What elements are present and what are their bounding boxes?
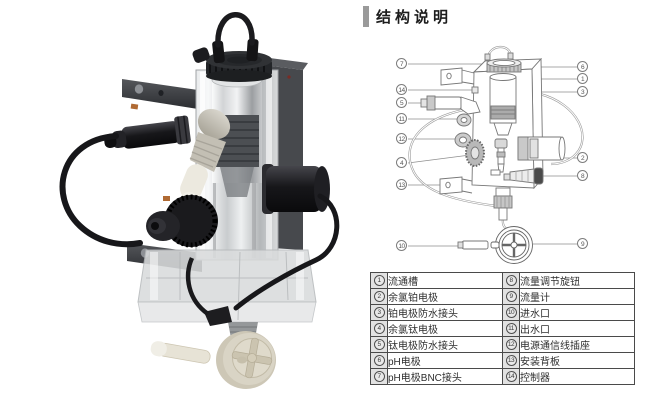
orange-fitting-accent (163, 196, 170, 201)
part-label: 余氯铂电极 (387, 288, 503, 305)
part-label: 流量计 (519, 288, 635, 305)
table-row: 1 流通槽 8 流量调节旋钮 (370, 272, 635, 289)
bracket-arm-top (122, 79, 198, 109)
valve-assembly (180, 108, 231, 204)
part-number-badge: 2 (373, 290, 385, 302)
part-number-badge: 12 (505, 338, 517, 350)
orange-fitting-accent (130, 103, 139, 110)
diagram-callout-6: 6 (577, 61, 588, 72)
diagram-callout-8: 8 (577, 170, 588, 181)
impeller (231, 337, 273, 379)
part-label: 铂电极防水接头 (387, 304, 503, 321)
table-row: 5 钛电极防水接头 12 电源通信线插座 (370, 336, 635, 353)
product-illustration (59, 12, 340, 389)
part-number-badge: 4 (373, 322, 385, 334)
right-cable (233, 193, 340, 311)
diagram-callout-11: 11 (396, 113, 407, 124)
part-label: 电源通信线插座 (519, 336, 635, 353)
diagram-callout-9: 9 (577, 238, 588, 249)
part-number-badge: 14 (505, 370, 517, 382)
inlet-pipe (150, 341, 211, 364)
diagram-callout-4: 4 (396, 157, 407, 168)
parts-table: 1 流通槽 8 流量调节旋钮 2 余氯铂电极 9 流量计 3 铂电极防水接头 1… (370, 272, 635, 385)
part-number-badge: 6 (373, 354, 385, 366)
part-label: 余氯钛电极 (387, 320, 503, 337)
diagram-callout-12: 12 (396, 133, 407, 144)
part-label: pH电极BNC接头 (387, 368, 503, 385)
part-number-badge: 3 (373, 306, 385, 318)
left-cable-loop (59, 133, 143, 248)
table-row: 6 pH电极 13 安装背板 (370, 352, 635, 369)
part-number-badge: 11 (505, 322, 517, 334)
table-row: 2 余氯铂电极 9 流量计 (370, 288, 635, 305)
table-row: 7 pH电极BNC接头 14 控制器 (370, 368, 635, 385)
part-label: 钛电极防水接头 (387, 336, 503, 353)
part-label: 控制器 (519, 368, 635, 385)
top-cap (192, 38, 272, 82)
part-label: 出水口 (519, 320, 635, 337)
diagram-callout-1: 1 (577, 73, 588, 84)
section-header: 结构说明 (363, 5, 452, 27)
part-number-badge: 5 (373, 338, 385, 350)
diagram-callout-3: 3 (577, 86, 588, 97)
diagram-callout-2: 2 (577, 152, 588, 163)
top-cable (215, 12, 255, 48)
bottom-cable-connector (185, 257, 232, 326)
structure-diagram: 7 14 5 11 12 4 13 10 6 1 3 2 8 9 (388, 42, 663, 268)
diagram-callout-10: 10 (396, 240, 407, 251)
title-accent-bar (363, 5, 369, 27)
diagram-callout-7: 7 (396, 58, 407, 69)
ribbed-knob (146, 194, 218, 248)
right-electrode (262, 164, 330, 214)
table-row: 4 余氯钛电极 11 出水口 (370, 320, 635, 337)
part-label: 安装背板 (519, 352, 635, 369)
part-label: 流通槽 (387, 272, 503, 289)
diagram-callout-13: 13 (396, 179, 407, 190)
product-photo-panel (59, 12, 340, 389)
flow-meter (150, 331, 276, 389)
diagram-line-art (407, 45, 584, 264)
diagram-callout-14: 14 (396, 84, 407, 95)
part-number-badge: 10 (505, 306, 517, 318)
part-number-badge: 9 (505, 290, 517, 302)
part-number-badge: 1 (373, 274, 385, 286)
left-electrode (104, 115, 191, 149)
part-label: 流量调节旋钮 (519, 272, 635, 289)
part-label: pH电极 (387, 352, 503, 369)
table-row: 3 铂电极防水接头 10 进水口 (370, 304, 635, 321)
part-number-badge: 13 (505, 354, 517, 366)
part-label: 进水口 (519, 304, 635, 321)
page-title: 结构说明 (376, 8, 453, 26)
part-number-badge: 8 (505, 274, 517, 286)
part-number-badge: 7 (373, 370, 385, 382)
diagram-callout-5: 5 (396, 97, 407, 108)
